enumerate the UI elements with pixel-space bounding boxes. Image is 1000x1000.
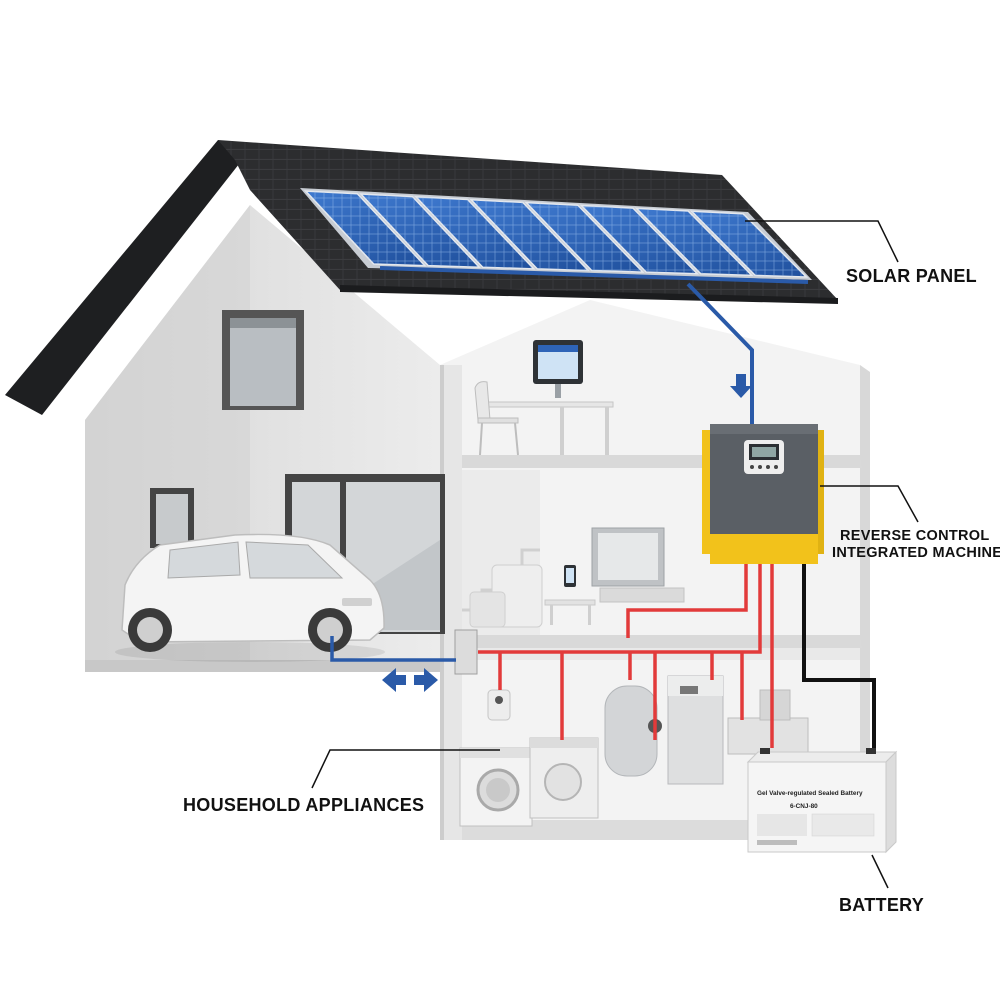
small-window [150, 488, 194, 548]
battery-case-model: 6-CNJ-80 [790, 803, 818, 810]
solar-module-cells [471, 199, 589, 271]
dryer [529, 737, 599, 819]
leader-battery [871, 854, 889, 889]
water-heater [487, 689, 511, 721]
solar-module-cells [305, 191, 425, 266]
solar-module-cells [636, 208, 752, 276]
car-charging-cable [330, 636, 456, 662]
solar-panel-label: SOLAR PANEL [846, 266, 977, 286]
solar-module-cells [416, 196, 534, 269]
flow-down-arrow-icon [730, 374, 752, 398]
upper-window [222, 310, 304, 410]
solar-module-cells [581, 205, 698, 274]
chair [474, 381, 519, 456]
battery-case-title: Gel Valve-regulated Sealed Battery [757, 790, 863, 797]
tv [591, 527, 685, 603]
solar-module-cells [360, 193, 480, 268]
leader-appliances [311, 749, 500, 789]
washing-machine [459, 747, 533, 827]
leader-solar-panel [745, 220, 899, 263]
solar-panel-array [300, 188, 812, 284]
monitor [533, 340, 583, 398]
battery-wire [802, 562, 876, 757]
inverter-display [744, 440, 784, 474]
middle-room [462, 470, 685, 635]
sofa [469, 564, 543, 628]
distribution-box [454, 629, 478, 675]
floor-middle [460, 635, 862, 648]
ac-wiring [478, 562, 774, 748]
reverse-control-label-line1: REVERSE CONTROL [840, 528, 990, 544]
solar-module-cells [691, 211, 807, 277]
electric-car [115, 533, 385, 662]
household-appliances-label: HOUSEHOLD APPLIANCES [183, 795, 425, 815]
basement [454, 629, 809, 827]
battery-label: BATTERY [839, 895, 925, 915]
dc-wire-solar [686, 282, 754, 426]
reverse-control-label: REVERSE CONTROL INTEGRATED MACHINE [832, 528, 1000, 561]
inverter [702, 424, 824, 564]
bidirectional-arrow-icon [382, 668, 438, 692]
leader-inverter [820, 485, 919, 523]
reverse-control-label-line2: INTEGRATED MACHINE [832, 544, 1000, 561]
pump-unit [727, 689, 809, 755]
battery: Gel Valve-regulated Sealed Battery 6-CNJ… [746, 748, 898, 854]
water-tank [604, 685, 662, 777]
upper-room [474, 340, 614, 456]
solar-module-cells [526, 202, 643, 273]
leader-lines [311, 220, 919, 889]
boiler [667, 675, 724, 785]
